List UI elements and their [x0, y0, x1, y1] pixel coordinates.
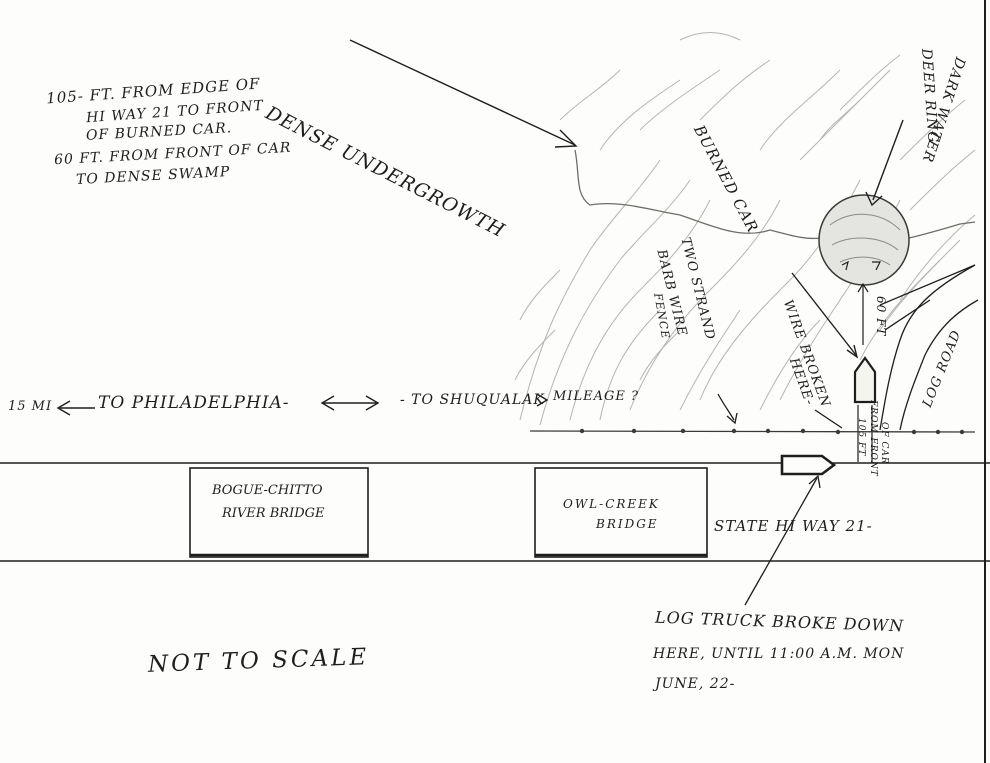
- sixty-ft-line: [857, 282, 869, 345]
- fence-arrow: [717, 393, 738, 425]
- wire-broken-arrow: [814, 409, 843, 429]
- burned-car-icon: [853, 356, 877, 404]
- owl-creek-bridge-box: [534, 467, 708, 558]
- highway-label: State Hi Way 21-: [714, 517, 873, 535]
- burned-car-arrow: [791, 272, 859, 359]
- log-truck-arrow: [744, 474, 821, 606]
- log-truck-note-3: June, 22-: [655, 676, 736, 692]
- highway-edges: [0, 462, 990, 562]
- hundred-five-ft-line: [857, 405, 873, 462]
- hundred-five-ft-label: 105 Ft: [856, 418, 866, 457]
- swamp-shading: [514, 32, 976, 426]
- dark-water-arrow: [865, 119, 904, 207]
- distance-label: 15 mi: [8, 399, 53, 414]
- bogue-chitto-label: Bogue-Chitto: [212, 483, 323, 498]
- bridge-label: Bridge: [596, 517, 659, 531]
- mileage-label: Mileage ?: [553, 389, 639, 404]
- log-truck-note-2: Here, Until 11:00 A.M. Mon: [653, 646, 905, 662]
- of-car-label: of Car: [879, 422, 889, 465]
- log-road: [879, 264, 979, 431]
- direction-arrows: [56, 393, 549, 416]
- from-front-label: From Front: [868, 400, 878, 477]
- bogue-chitto-bridge-box: [189, 467, 369, 558]
- log-truck-icon: [780, 454, 837, 476]
- sixty-ft-label: 60 Ft: [874, 296, 888, 337]
- to-shuqualak-label: - To Shuqualak: [400, 392, 545, 408]
- to-philadelphia-label: To Philadelphia-: [98, 393, 290, 413]
- pond: [818, 194, 910, 286]
- owl-creek-label: Owl-Creek: [563, 497, 660, 511]
- undergrowth-arrow: [349, 39, 578, 148]
- barb-wire-fence: [529, 428, 976, 435]
- tree-line: [574, 149, 976, 242]
- river-bridge-label: River Bridge: [222, 506, 325, 521]
